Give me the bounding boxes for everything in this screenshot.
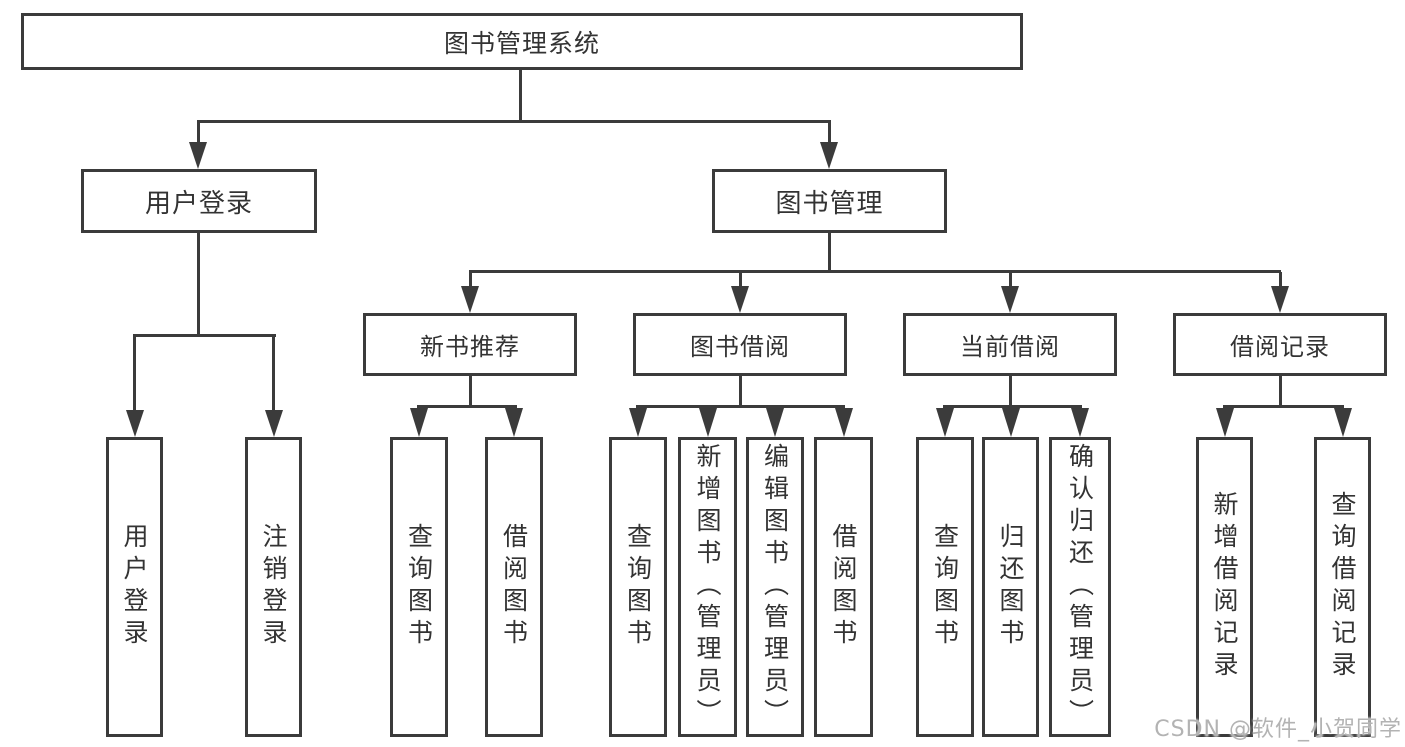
connector-line <box>469 375 472 406</box>
connector-line <box>1009 272 1012 290</box>
leaf-label: 确认归还（管理员） <box>1065 443 1095 731</box>
leaf-label: 查询借阅记录 <box>1328 491 1357 683</box>
node-root: 图书管理系统 <box>21 13 1023 70</box>
connector-line <box>197 232 200 336</box>
arrow-down-icon <box>461 286 479 313</box>
leaf-query-borrow-record: 查询借阅记录 <box>1314 437 1371 737</box>
arrow-down-icon <box>699 408 717 437</box>
arrow-down-icon <box>1216 408 1234 437</box>
node-book-borrow: 图书借阅 <box>633 313 847 376</box>
leaf-query-books: 查询图书 <box>609 437 667 737</box>
node-book-management: 图书管理 <box>712 169 947 233</box>
arrow-down-icon <box>265 410 283 437</box>
arrow-down-icon <box>936 408 954 437</box>
leaf-label: 借阅图书 <box>829 523 858 651</box>
arrow-down-icon <box>835 408 853 437</box>
connector-line <box>636 405 845 408</box>
node-new-book-recommend: 新书推荐 <box>363 313 577 376</box>
leaf-borrow-books: 借阅图书 <box>485 437 543 737</box>
node-user-login: 用户登录 <box>81 169 317 233</box>
leaf-label: 用户登录 <box>120 523 149 651</box>
arrow-down-icon <box>189 142 207 169</box>
connector-line <box>197 120 831 123</box>
arrow-down-icon <box>731 286 749 313</box>
connector-line <box>272 336 275 414</box>
node-borrow-records: 借阅记录 <box>1173 313 1387 376</box>
leaf-edit-book-admin: 编辑图书（管理员） <box>746 437 804 737</box>
connector-line <box>197 122 200 148</box>
arrow-down-icon <box>1001 286 1019 313</box>
arrow-down-icon <box>1271 286 1289 313</box>
connector-line <box>417 405 517 408</box>
arrow-down-icon <box>410 408 428 437</box>
connector-line <box>739 375 742 406</box>
connector-line <box>739 272 742 290</box>
arrow-down-icon <box>766 408 784 437</box>
leaf-label: 新增借阅记录 <box>1210 491 1239 683</box>
leaf-label: 注销登录 <box>259 523 288 651</box>
leaf-label: 查询图书 <box>623 523 653 651</box>
node-current-borrow: 当前借阅 <box>903 313 1117 376</box>
csdn-watermark: CSDN @软件_小贺同学 <box>1154 717 1402 742</box>
arrow-down-icon <box>1334 408 1352 437</box>
arrow-down-icon <box>505 408 523 437</box>
leaf-add-borrow-record: 新增借阅记录 <box>1196 437 1253 737</box>
leaf-label: 编辑图书（管理员） <box>760 443 790 731</box>
leaf-user-login: 用户登录 <box>106 437 163 737</box>
arrow-down-icon <box>1071 408 1089 437</box>
leaf-label: 查询图书 <box>930 523 960 651</box>
connector-line <box>943 405 1082 408</box>
connector-line <box>133 336 136 414</box>
arrow-down-icon <box>820 142 838 169</box>
leaf-borrow-books: 借阅图书 <box>814 437 873 737</box>
connector-line <box>519 69 522 122</box>
leaf-return-book: 归还图书 <box>982 437 1039 737</box>
leaf-label: 新增图书（管理员） <box>693 443 722 731</box>
leaf-query-books: 查询图书 <box>390 437 448 737</box>
leaf-label: 查询图书 <box>404 523 434 651</box>
connector-line <box>828 232 831 272</box>
leaf-label: 归还图书 <box>996 523 1025 651</box>
connector-line <box>469 270 1281 273</box>
arrow-down-icon <box>1002 408 1020 437</box>
arrow-down-icon <box>629 408 647 437</box>
connector-line <box>1223 405 1344 408</box>
connector-line <box>469 272 472 290</box>
connector-line <box>1279 375 1282 406</box>
connector-line <box>1009 375 1012 406</box>
connector-line <box>828 122 831 148</box>
arrow-down-icon <box>126 410 144 437</box>
leaf-query-books: 查询图书 <box>916 437 974 737</box>
leaf-label: 借阅图书 <box>499 523 529 651</box>
connector-line <box>1279 272 1282 290</box>
connector-line <box>133 334 276 337</box>
leaf-add-book-admin: 新增图书（管理员） <box>678 437 737 737</box>
leaf-confirm-return-admin: 确认归还（管理员） <box>1049 437 1111 737</box>
leaf-logout: 注销登录 <box>245 437 302 737</box>
